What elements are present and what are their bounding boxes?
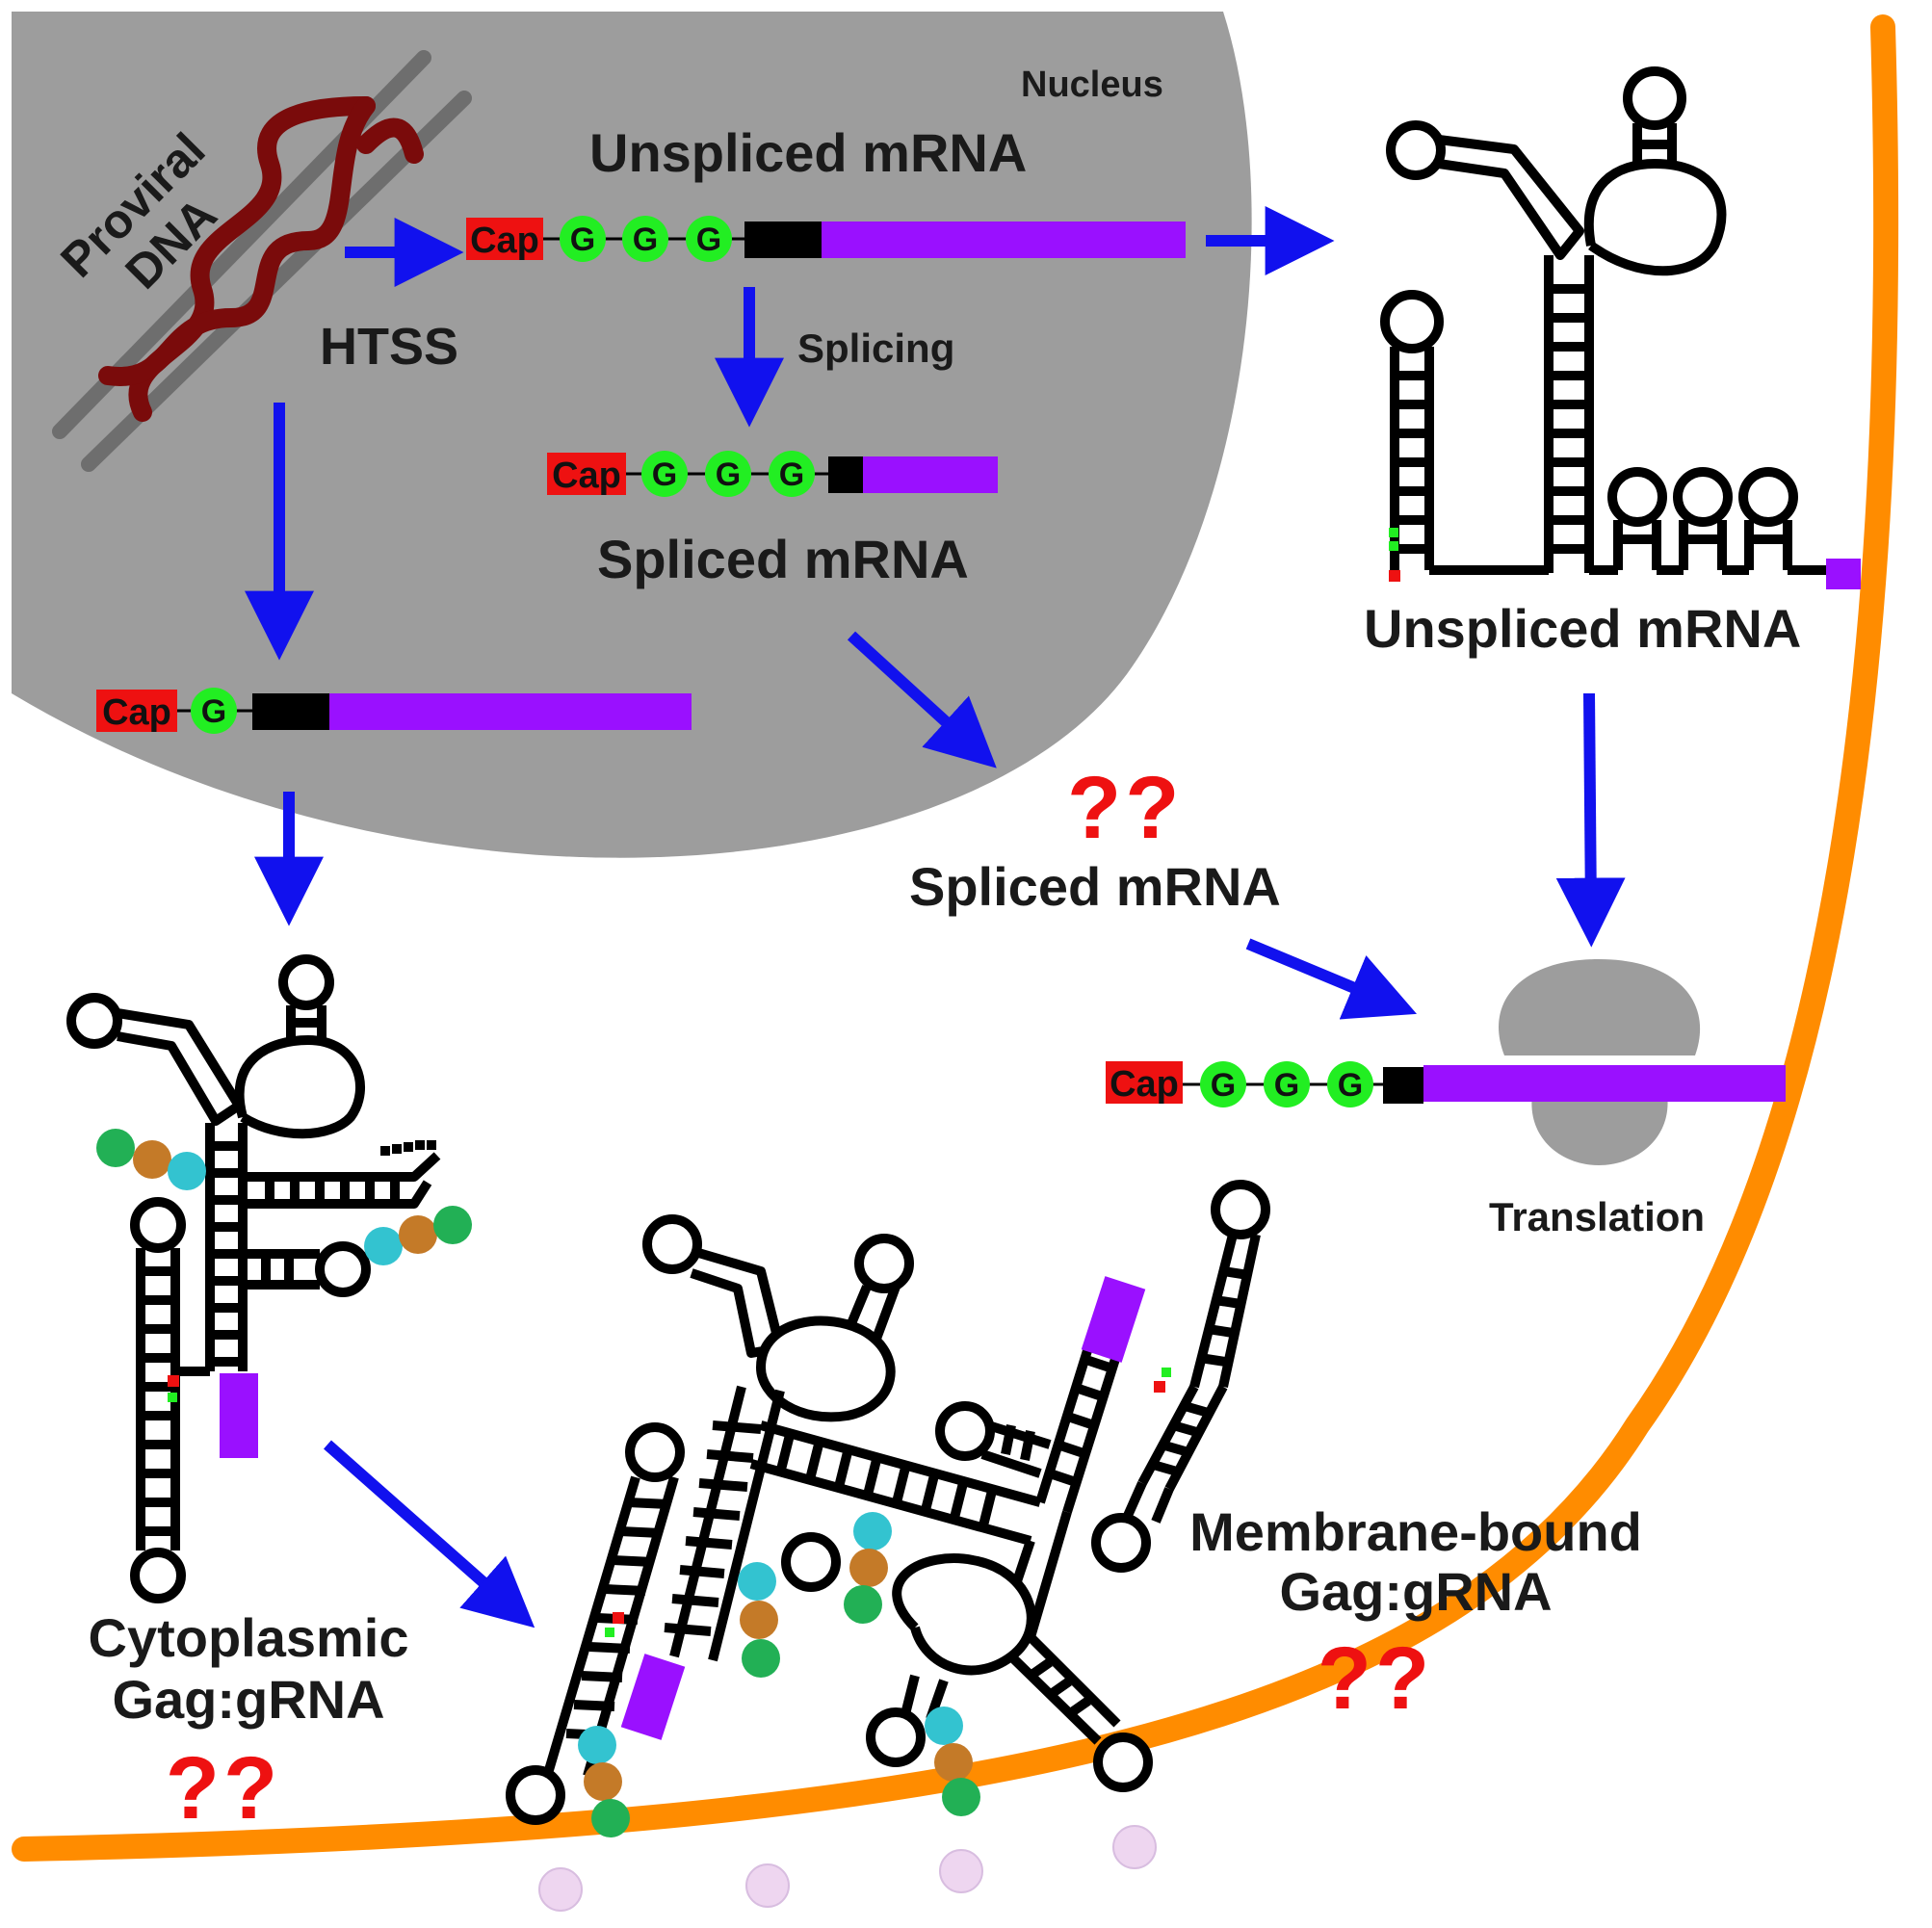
question-marks-spliced: ??: [1067, 759, 1183, 857]
svg-text:G: G: [1211, 1067, 1236, 1104]
membrane-coding-block-2: [620, 1654, 686, 1740]
translation-label: Translation: [1489, 1194, 1705, 1239]
cytoplasmic-coding-block: [220, 1373, 258, 1458]
svg-text:Cap: Cap: [470, 221, 539, 261]
svg-text:G: G: [633, 221, 658, 258]
translated-transcript: Cap G G G: [1106, 1061, 1786, 1107]
unspliced-transcript-top: Cap G G G: [466, 216, 1186, 262]
svg-text:G: G: [1338, 1067, 1363, 1104]
coding-region: [822, 221, 1186, 258]
svg-text:G: G: [716, 456, 741, 493]
cytoplasmic-label-line1: Cytoplasmic: [89, 1607, 409, 1668]
leader: [744, 221, 822, 258]
membrane-label-line1: Membrane-bound: [1189, 1501, 1642, 1562]
membrane-coding-block-1: [1081, 1276, 1146, 1363]
plasma-membrane: [12, 14, 1899, 1862]
svg-text:G: G: [652, 456, 677, 493]
unspliced-right-label: Unspliced mRNA: [1364, 598, 1801, 659]
htss-label: HTSS: [320, 318, 458, 376]
splicing-label: Splicing: [797, 326, 954, 371]
cytoplasmic-label-line2: Gag:gRNA: [112, 1669, 384, 1730]
svg-text:G: G: [779, 456, 804, 493]
membrane-lipids: [538, 1825, 1157, 1912]
svg-text:G: G: [201, 693, 226, 730]
unspliced-coding-block: [1826, 559, 1861, 589]
svg-text:G: G: [696, 221, 721, 258]
svg-text:Cap: Cap: [102, 692, 171, 733]
unspliced-top-label: Unspliced mRNA: [589, 122, 1027, 183]
cap-g-transcript: Cap G: [96, 688, 692, 734]
svg-text:G: G: [570, 221, 595, 258]
membrane-rna-structure: [506, 1180, 1270, 1825]
nucleus-label: Nucleus: [1021, 65, 1163, 105]
question-marks-membrane: ??: [1318, 1629, 1433, 1728]
cytoplasmic-rna-structure: [66, 954, 441, 1603]
spliced-nucleus-label: Spliced mRNA: [597, 529, 969, 589]
question-marks-cytoplasmic: ??: [166, 1739, 281, 1837]
unspliced-rna-structure: [1380, 66, 1830, 575]
spliced-cyto-label: Spliced mRNA: [909, 856, 1281, 917]
flow-arrows: [245, 206, 1626, 1628]
svg-text:G: G: [1274, 1067, 1299, 1104]
spliced-transcript-nucleus: Cap G G G: [547, 451, 998, 497]
svg-text:Cap: Cap: [552, 456, 621, 496]
cap: Cap: [466, 218, 543, 261]
proviral-dna: [52, 50, 472, 472]
gag-cytoplasmic: [96, 1129, 472, 1265]
g-tract: G G G: [560, 216, 732, 262]
gag-membrane: [578, 1512, 980, 1837]
ribosome: [1499, 959, 1701, 1165]
membrane-label-line2: Gag:gRNA: [1279, 1561, 1552, 1622]
svg-text:Cap: Cap: [1110, 1064, 1179, 1105]
